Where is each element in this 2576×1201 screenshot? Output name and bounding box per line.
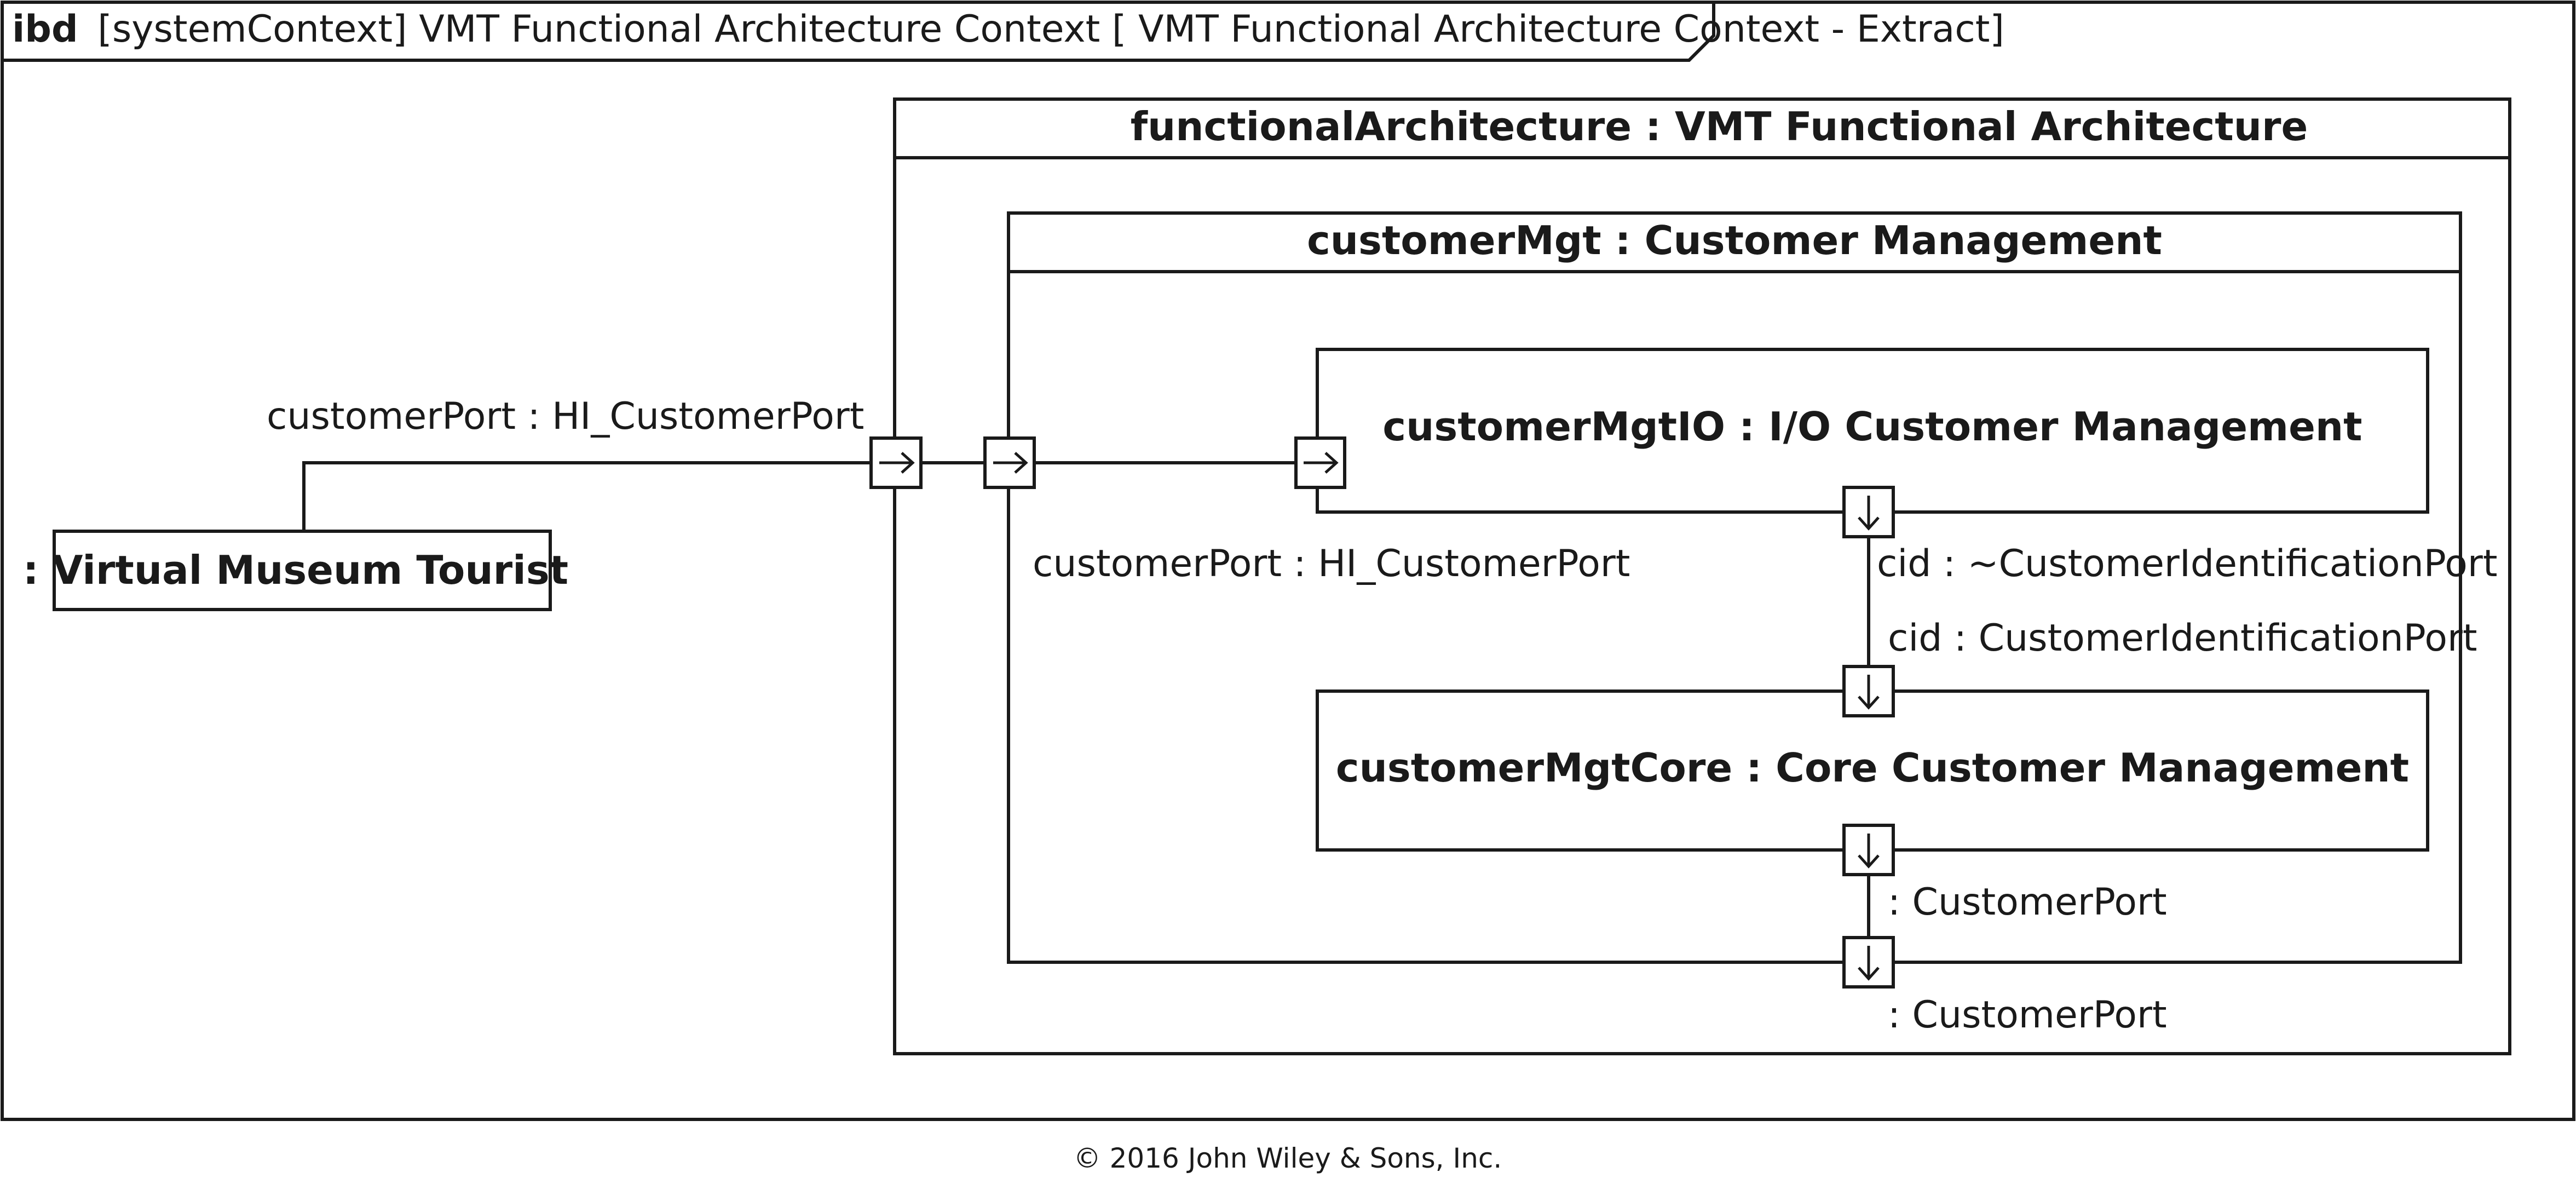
virtual-museum-tourist-title: : Virtual Museum Tourist xyxy=(23,547,568,593)
frame-header: ibd [systemContext] VMT Functional Archi… xyxy=(12,8,2004,51)
ibd-frame xyxy=(1,1,2575,1121)
down-arrow-icon xyxy=(1858,496,1880,531)
frame-title: [systemContext] VMT Functional Architect… xyxy=(97,8,2004,51)
mgt-customer-port-label: : CustomerPort xyxy=(1888,993,2167,1037)
tourist-port[interactable] xyxy=(869,436,923,489)
customer-mgt-io-port[interactable] xyxy=(1294,436,1346,489)
right-arrow-icon xyxy=(993,452,1028,474)
customer-mgt-io-block[interactable] xyxy=(1316,348,2429,514)
down-arrow-icon xyxy=(1858,675,1880,710)
customer-mgt-core-block[interactable] xyxy=(1316,689,2429,852)
mgt-customer-port[interactable] xyxy=(1842,936,1895,989)
down-arrow-icon xyxy=(1858,834,1880,869)
core-cid-port-label: cid : CustomerIdentificationPort xyxy=(1888,617,2477,660)
core-customer-port[interactable] xyxy=(1842,824,1895,876)
customer-mgt-core-title: customerMgtCore : Core Customer Manageme… xyxy=(1336,745,2409,791)
io-cid-port[interactable] xyxy=(1842,486,1895,538)
tourist-connector xyxy=(302,461,871,531)
customer-mgt-port-label: customerPort : HI_CustomerPort xyxy=(1033,542,1630,585)
copyright-notice: © 2016 John Wiley & Sons, Inc. xyxy=(1074,1142,1502,1174)
core-customer-port-label: : CustomerPort xyxy=(1888,881,2167,924)
customer-mgt-port[interactable] xyxy=(983,436,1036,489)
tourist-port-label: customerPort : HI_CustomerPort xyxy=(267,395,864,438)
down-arrow-icon xyxy=(1858,946,1880,981)
virtual-museum-tourist-block[interactable] xyxy=(53,530,552,611)
customer-mgt-title: customerMgt : Customer Management xyxy=(1307,217,2162,263)
customer-mgt-io-title: customerMgtIO : I/O Customer Management xyxy=(1382,404,2362,450)
right-arrow-icon xyxy=(879,452,915,474)
frame-keyword: ibd xyxy=(12,8,78,51)
right-arrow-icon xyxy=(1304,452,1339,474)
core-cid-port[interactable] xyxy=(1842,665,1895,717)
frame-header-tab xyxy=(2,2,1715,62)
functional-architecture-title: functionalArchitecture : VMT Functional … xyxy=(1131,104,2308,150)
io-cid-port-label: cid : ~CustomerIdentificationPort xyxy=(1877,542,2498,585)
